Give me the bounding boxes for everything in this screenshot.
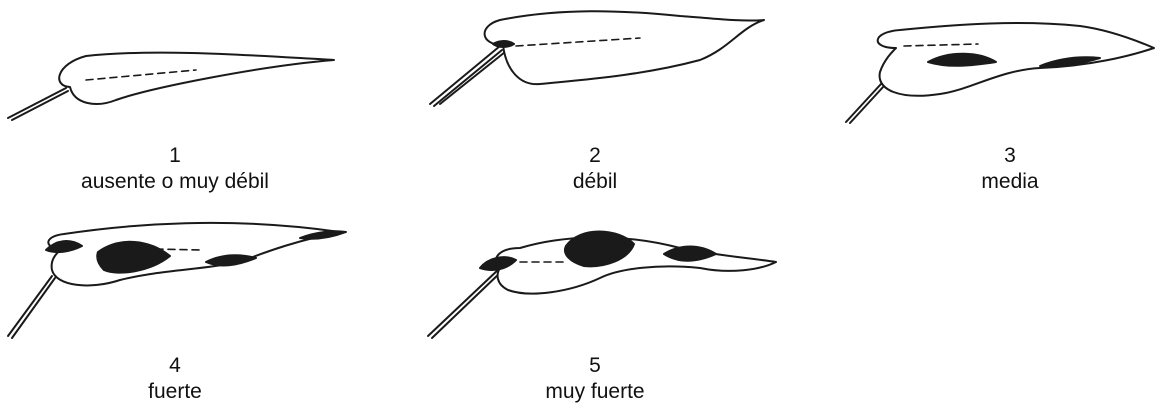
caption-2: 2 débil: [450, 143, 740, 195]
caption-number-3: 3: [880, 143, 1140, 169]
caption-number-5: 5: [480, 353, 710, 379]
caption-label-2: débil: [450, 169, 740, 195]
caption-number-1: 1: [30, 143, 320, 169]
caption-label-4: fuerte: [60, 379, 290, 405]
caption-number-2: 2: [450, 143, 740, 169]
caption-3: 3 media: [880, 143, 1140, 195]
caption-label-1: ausente o muy débil: [30, 169, 320, 195]
caption-label-3: media: [880, 169, 1140, 195]
caption-5: 5 muy fuerte: [480, 353, 710, 405]
caption-label-5: muy fuerte: [480, 379, 710, 405]
leaf-blade-5: [496, 237, 776, 293]
caption-1: 1 ausente o muy débil: [30, 143, 320, 195]
caption-number-4: 4: [60, 353, 290, 379]
caption-4: 4 fuerte: [60, 353, 290, 405]
